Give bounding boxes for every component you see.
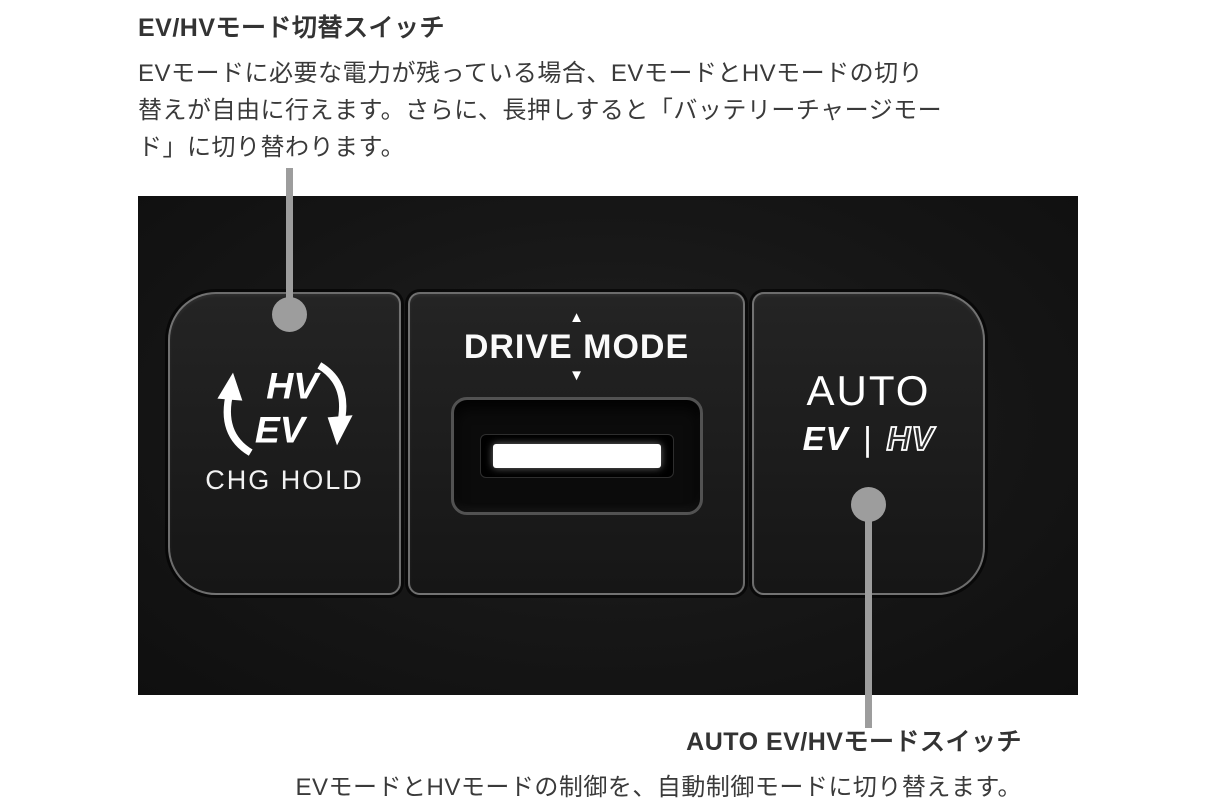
- hv-ev-cycle-icon: HV EV: [216, 362, 353, 456]
- rocker-bar: [492, 444, 661, 468]
- down-arrow-icon: ▼: [569, 367, 584, 384]
- rocker-switch: [450, 397, 703, 515]
- hv-text: HV: [886, 419, 935, 458]
- auto-label: AUTO: [806, 366, 931, 414]
- callout-line-top: [286, 168, 293, 304]
- ev-hv-separator: |: [862, 419, 873, 457]
- cycle-arrow-left: [223, 391, 253, 456]
- up-arrow-icon: ▲: [569, 309, 584, 326]
- annotation-bottom-body: EVモードとHVモードの制御を、自動制御モードに切り替えます。: [295, 774, 1022, 801]
- chg-hold-button: HV EV CHG HOLD: [168, 292, 401, 595]
- annotation-top-body-line: EVモードに必要な電力が残っている場合、EVモードとHVモードの切り: [138, 60, 924, 87]
- callout-dot-bottom: [851, 487, 886, 522]
- annotation-top-body-line: 替えが自由に行えます。さらに、長押しすると「バッテリーチャージモー: [138, 97, 943, 124]
- annotation-top-body-line: ド」に切り替わります。: [138, 134, 406, 161]
- callout-dot-top: [272, 297, 307, 332]
- cycle-arrowhead-left: [216, 372, 242, 401]
- ev-hv-label: EV | HV: [802, 419, 935, 458]
- chg-hold-label: CHG HOLD: [205, 465, 364, 495]
- cycle-arrowhead-right: [327, 415, 353, 446]
- annotation-top: EV/HVモード切替スイッチ EVモードに必要な電力が残っている場合、EVモード…: [138, 8, 942, 166]
- cycle-icon-ev-label: EV: [254, 408, 307, 450]
- annotation-bottom: AUTO EV/HVモードスイッチ EVモードとHVモードの制御を、自動制御モー…: [296, 722, 1022, 802]
- auto-ev-hv-button: AUTO EV | HV: [752, 292, 985, 595]
- drive-mode-label: DRIVE MODE: [463, 328, 690, 366]
- drive-mode-button: ▲ DRIVE MODE ▼: [408, 292, 745, 595]
- callout-line-bottom: [865, 518, 872, 728]
- annotation-bottom-title: AUTO EV/HVモードスイッチ: [686, 728, 1022, 756]
- ev-text: EV: [802, 419, 849, 457]
- switch-panel-photo: HV EV CHG HOLD ▲ DRIVE MODE ▼: [138, 196, 1078, 695]
- cycle-icon-hv-label: HV: [266, 365, 321, 407]
- rocker-slot: [479, 434, 674, 478]
- annotation-top-title: EV/HVモード切替スイッチ: [138, 14, 446, 42]
- annotation-top-body: EVモードに必要な電力が残っている場合、EVモードとHVモードの切り 替えが自由…: [138, 55, 942, 166]
- button-cluster: HV EV CHG HOLD ▲ DRIVE MODE ▼: [168, 292, 985, 595]
